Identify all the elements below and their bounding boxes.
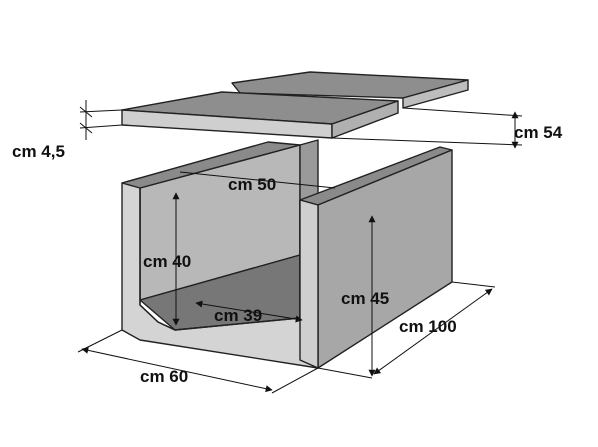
right-wall-end xyxy=(299,199,319,369)
label-inner-height: cm 40 xyxy=(143,252,191,271)
label-inner-top: cm 50 xyxy=(228,175,276,194)
dim-outer-width xyxy=(77,329,319,394)
label-cover-width: cm 54 xyxy=(514,123,563,142)
label-thickness: cm 4,5 xyxy=(12,142,65,161)
dim-length xyxy=(317,281,496,379)
cover-slab-back-side xyxy=(402,79,469,109)
cover-slab-front xyxy=(121,91,399,139)
dim-inner-bottom xyxy=(195,300,303,323)
cover-slab-front-end xyxy=(331,100,399,139)
label-outer-width: cm 60 xyxy=(140,367,188,386)
dim-inner-top xyxy=(179,171,336,189)
label-outer-height: cm 45 xyxy=(341,289,389,308)
label-inner-bottom: cm 39 xyxy=(214,306,262,325)
dim-thickness xyxy=(79,100,123,140)
left-wall-top xyxy=(121,141,301,189)
dim-cover-width xyxy=(331,107,523,149)
label-length: cm 100 xyxy=(399,317,457,336)
channel-body xyxy=(121,139,453,369)
cover-slab-back xyxy=(231,71,469,109)
